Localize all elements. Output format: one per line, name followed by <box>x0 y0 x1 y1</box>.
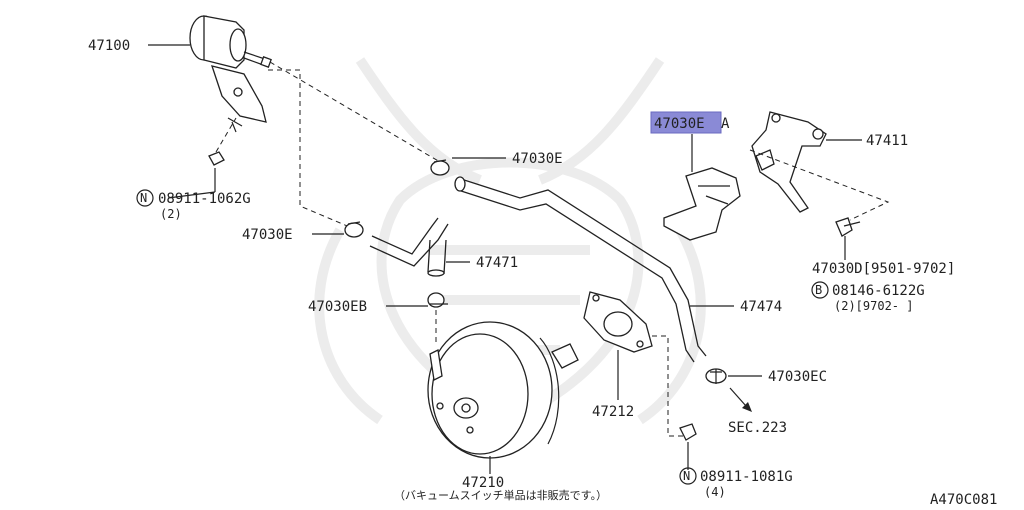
label-47100[interactable]: 47100 <box>88 38 130 54</box>
part-47474-hose[interactable] <box>454 176 707 363</box>
n-symbol-1081g <box>679 467 697 485</box>
dash-canister-to-left-clamp <box>268 69 353 229</box>
label-47030e-top[interactable]: 47030E <box>512 151 563 167</box>
label-47030ea[interactable]: 47030E <box>654 116 705 132</box>
label-47474[interactable]: 47474 <box>740 299 782 315</box>
part-47030ea-switch[interactable] <box>663 167 741 241</box>
arrow-sec223 <box>729 387 747 407</box>
label-08146-6122g-qty: (2)[9702- ] <box>834 299 913 313</box>
b-symbol-6122g-text: B <box>815 283 822 297</box>
label-47212[interactable]: 47212 <box>592 404 634 420</box>
part-47030eb-clamp[interactable] <box>427 292 448 308</box>
label-47210[interactable]: 47210 <box>462 475 504 491</box>
diagram-code: A470C081 <box>930 492 997 508</box>
label-08911-1062g[interactable]: 08911-1062G <box>158 191 251 207</box>
part-47471-hose[interactable] <box>369 217 449 277</box>
note-47210: （バキュームスイッチ単品は非販売です。） <box>394 488 607 502</box>
part-nut-08911-1081g[interactable] <box>679 423 697 441</box>
leader-08911-1062g-b <box>167 191 216 199</box>
dash-bolt-1062g <box>215 117 237 153</box>
label-08911-1081g-qty: (4) <box>704 485 726 499</box>
n-symbol-1062g <box>136 189 154 207</box>
label-08911-1062g-qty: (2) <box>160 207 182 221</box>
part-bolt-47030d[interactable] <box>835 217 861 237</box>
label-47030ea-suffix: A <box>721 116 730 132</box>
part-47030e-top-clamp[interactable] <box>430 159 450 176</box>
label-47030e-left[interactable]: 47030E <box>242 227 293 243</box>
n-symbol-1081g-text: N <box>683 469 690 483</box>
label-08146-6122g[interactable]: 08146-6122G <box>832 283 925 299</box>
dash-canister-to-clamp <box>269 61 441 163</box>
b-symbol-6122g <box>811 281 829 299</box>
label-08911-1081g[interactable]: 08911-1081G <box>700 469 793 485</box>
part-47100-canister[interactable] <box>189 15 272 133</box>
part-47030ec-valve[interactable] <box>705 368 727 384</box>
highlight-47030ea <box>650 111 722 134</box>
part-47210-booster[interactable] <box>427 321 579 459</box>
part-47411-bracket[interactable] <box>751 111 827 213</box>
label-47030ec[interactable]: 47030EC <box>768 369 827 385</box>
label-47471[interactable]: 47471 <box>476 255 518 271</box>
n-symbol-1062g-text: N <box>140 191 147 205</box>
label-47411[interactable]: 47411 <box>866 133 908 149</box>
label-sec223[interactable]: SEC.223 <box>728 420 787 436</box>
dash-bracket-to-bolt <box>749 149 890 221</box>
dash-gasket-to-nut <box>652 335 686 437</box>
label-47030eb[interactable]: 47030EB <box>308 299 367 315</box>
part-bolt-08911-1062g[interactable] <box>208 151 225 166</box>
arrow-head-sec223 <box>742 402 752 412</box>
label-47030d[interactable]: 47030D[9501-9702] <box>812 261 955 277</box>
part-47030e-left-clamp[interactable] <box>344 221 364 238</box>
part-47212-gasket[interactable] <box>583 291 653 353</box>
